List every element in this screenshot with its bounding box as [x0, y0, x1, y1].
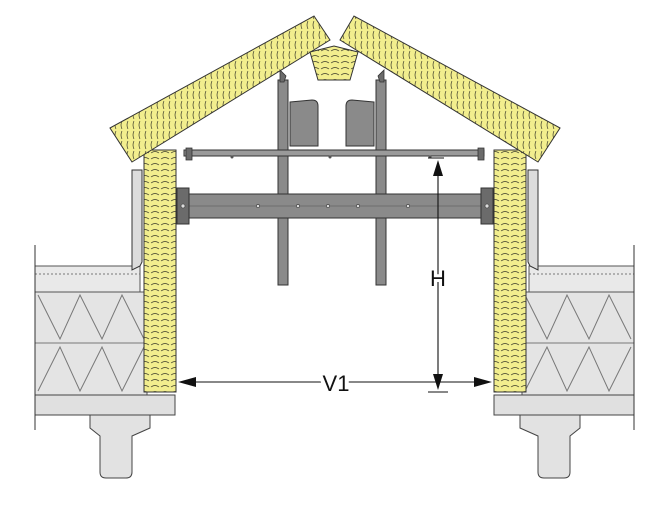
left-roof-buildup: [34, 245, 176, 479]
right-hinge: [377, 69, 385, 83]
ridge-cap: [309, 45, 359, 81]
right-post: [375, 79, 387, 286]
span-arrow-right: [474, 377, 492, 387]
right-roof-zigzag-top: [524, 293, 632, 341]
left-roof-zigzag-top: [37, 293, 145, 341]
right-top-clip: [477, 147, 485, 161]
height-arrow-top: [433, 160, 443, 176]
left-slab: [34, 394, 176, 416]
left-roof-zigzag-bottom: [37, 345, 145, 393]
right-upstand-flashing: [527, 169, 539, 271]
left-roof-membrane: [34, 265, 141, 293]
left-upstand-flashing: [131, 169, 143, 271]
steel-frame: [176, 69, 494, 286]
left-roof-slope: [109, 15, 331, 163]
left-beam: [89, 414, 151, 479]
left-damper-blade: [289, 99, 319, 147]
right-roof-zigzag-bottom: [524, 345, 632, 393]
right-wall-insulation: [493, 149, 527, 393]
dimension-span: V1: [178, 367, 492, 400]
height-label: H: [430, 266, 446, 291]
top-rail: [183, 149, 485, 157]
left-top-clip: [185, 147, 193, 161]
span-label: V1: [323, 371, 350, 396]
right-roof-buildup: [493, 245, 635, 479]
left-hinge: [279, 69, 287, 83]
span-arrow-left: [178, 377, 196, 387]
right-slab: [493, 394, 635, 416]
dimension-height: H: [427, 157, 449, 393]
right-damper-blade: [345, 99, 375, 147]
right-roof-slope: [339, 15, 561, 163]
left-post: [277, 79, 289, 286]
left-wall-insulation: [143, 149, 177, 393]
right-beam: [519, 414, 581, 479]
right-roof-membrane: [528, 265, 635, 293]
